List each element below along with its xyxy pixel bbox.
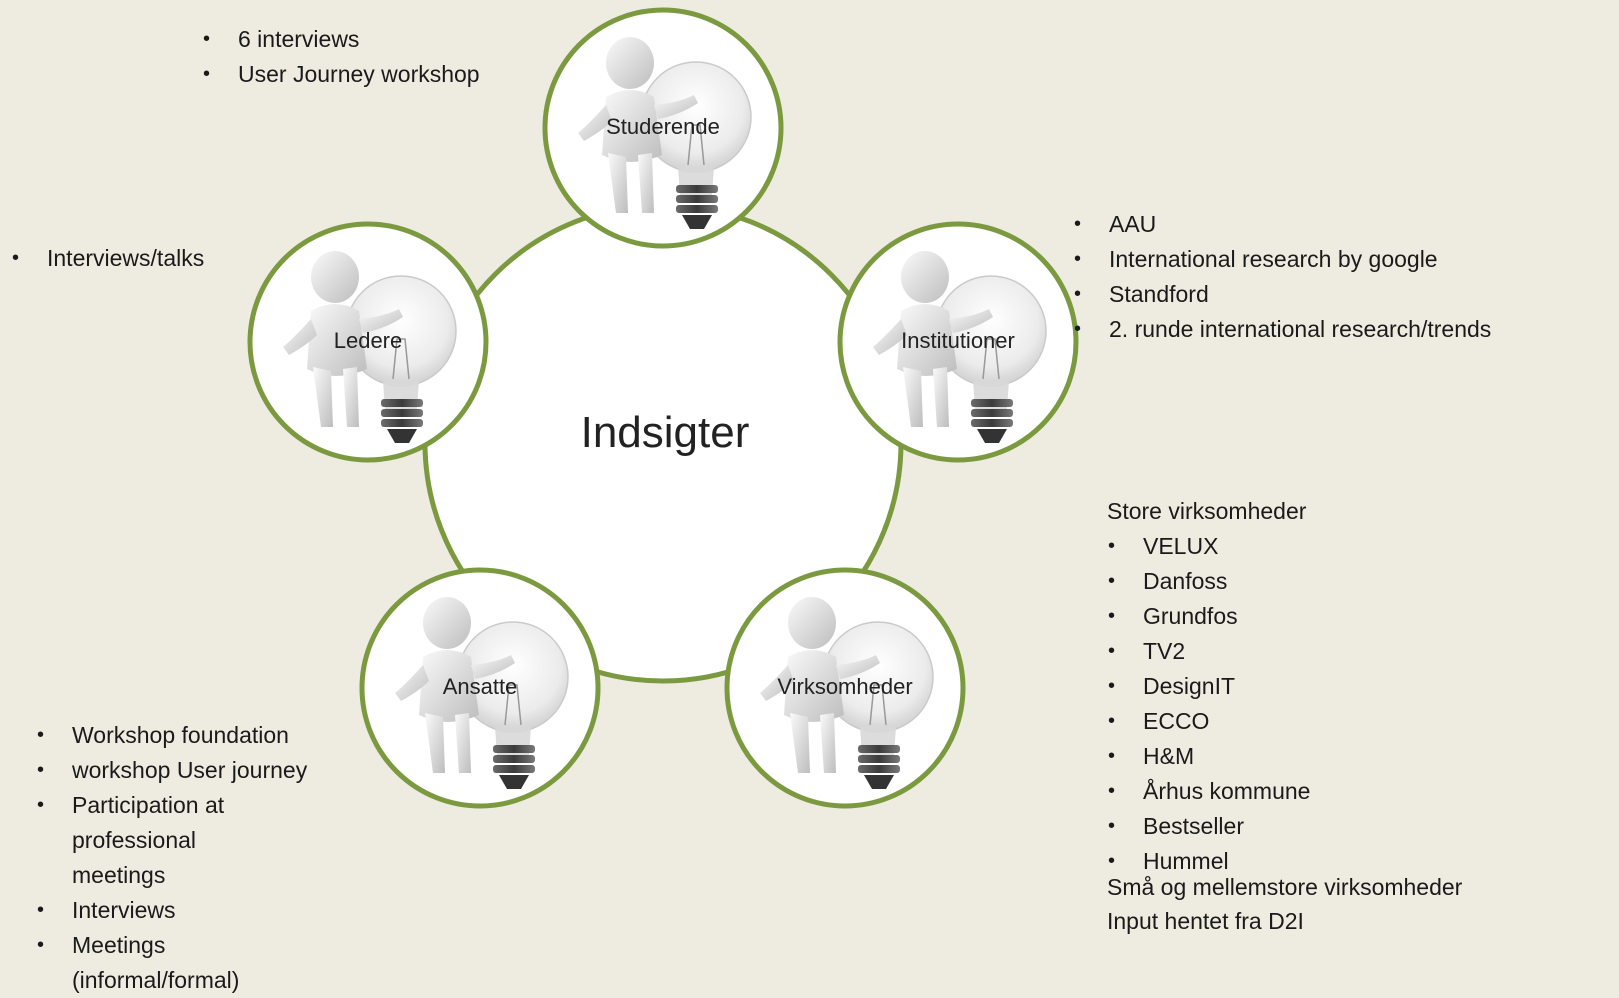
list-item: workshop User journey	[37, 753, 337, 788]
list-item: Interviews	[37, 893, 337, 928]
node-studerende-circle	[542, 7, 784, 249]
list-item: DesignIT	[1108, 669, 1310, 704]
institutioner-notes: AAU International research by google Sta…	[1074, 207, 1491, 347]
node-ansatte-circle	[359, 567, 601, 809]
list-item: AAU	[1074, 207, 1491, 242]
list-item: H&M	[1108, 739, 1310, 774]
ledere-notes: Interviews/talks	[12, 241, 204, 276]
list-item: VELUX	[1108, 529, 1310, 564]
list-item: Meetings (informal/formal)	[37, 928, 242, 998]
node-ledere-circle	[247, 221, 489, 463]
node-label-ledere: Ledere	[333, 328, 403, 353]
virksomheder-footer-source: Input hentet fra D2I	[1107, 908, 1304, 934]
list-item: Bestseller	[1108, 809, 1310, 844]
list-item: ECCO	[1108, 704, 1310, 739]
list-item: Danfoss	[1108, 564, 1310, 599]
list-item: Workshop foundation	[37, 718, 337, 753]
list-item: 2. runde international research/trends	[1074, 312, 1491, 347]
studerende-notes: 6 interviews User Journey workshop	[203, 22, 480, 92]
node-label-institutioner: Institutioner	[901, 328, 1015, 353]
list-item: Standford	[1074, 277, 1491, 312]
list-item: Grundfos	[1108, 599, 1310, 634]
list-item: TV2	[1108, 634, 1310, 669]
list-item: Århus kommune	[1108, 774, 1310, 809]
list-item: International research by google	[1074, 242, 1491, 277]
node-label-ansatte: Ansatte	[442, 674, 518, 699]
list-item: User Journey workshop	[203, 57, 480, 92]
node-label-studerende: Studerende	[606, 114, 720, 139]
list-item: Hummel	[1108, 844, 1310, 879]
virksomheder-heading: Store virksomheder	[1107, 498, 1307, 524]
node-virksomheder-circle	[724, 567, 966, 809]
node-label-virksomheder: Virksomheder	[777, 674, 913, 699]
ansatte-notes: Workshop foundation workshop User journe…	[37, 718, 337, 998]
list-item: Participation at professional meetings	[37, 788, 272, 893]
virksomheder-footer-sme: Små og mellemstore virksomheder	[1107, 874, 1463, 900]
center-title: Indsigter	[580, 408, 750, 457]
list-item: Interviews/talks	[12, 241, 204, 276]
list-item: 6 interviews	[203, 22, 480, 57]
virksomheder-notes: VELUX Danfoss Grundfos TV2 DesignIT ECCO…	[1108, 529, 1310, 879]
